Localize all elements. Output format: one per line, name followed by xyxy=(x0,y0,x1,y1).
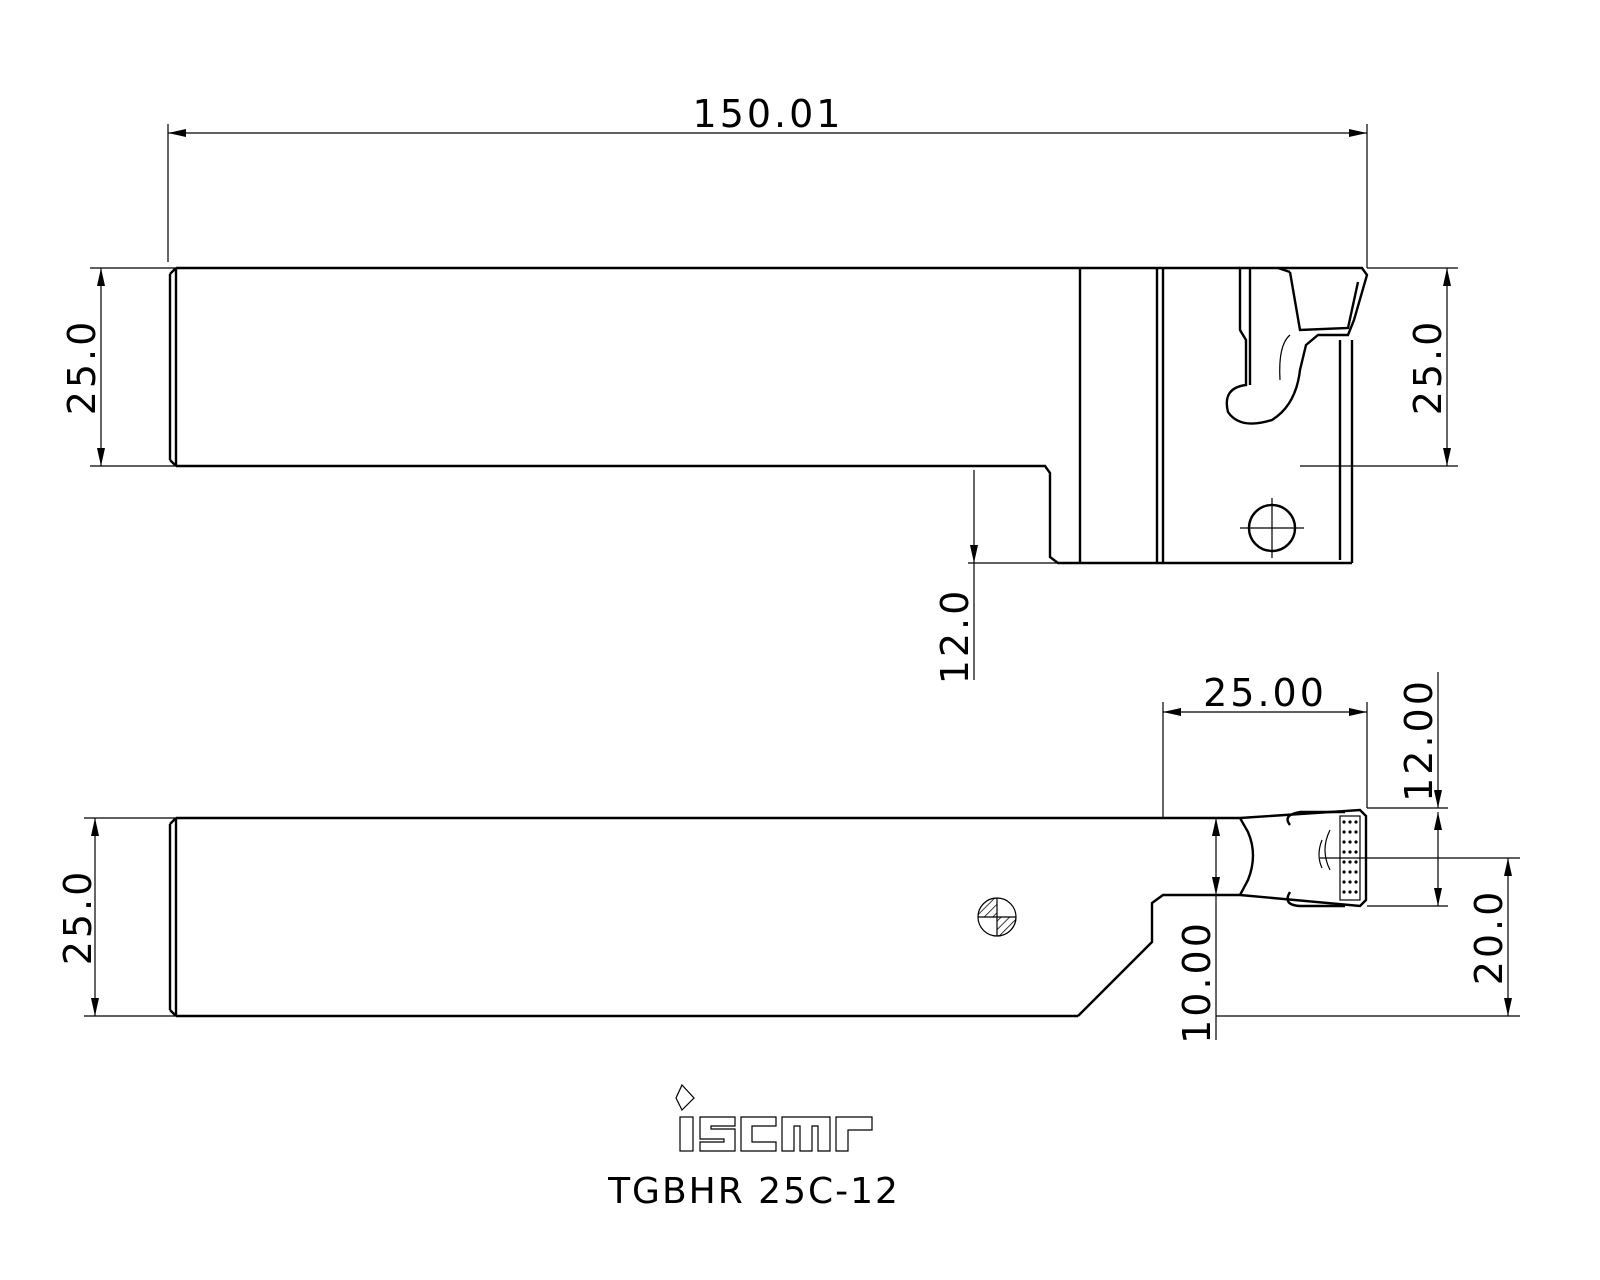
max-cut-depth-dimension: 12.00 xyxy=(1367,672,1448,907)
iscar-logo xyxy=(675,1083,873,1152)
insert-offset-label: 10.00 xyxy=(1175,920,1219,1044)
shank-height-dimension-side: 25.0 xyxy=(56,817,176,1017)
side-view: 25.00 12.00 25.0 10.00 xyxy=(56,671,1520,1044)
part-number-caption: TGBHR 25C-12 xyxy=(607,1171,900,1212)
top-view-head xyxy=(1078,266,1369,565)
head-height-right-label: 25.0 xyxy=(1406,319,1450,416)
top-view: 150.01 xyxy=(60,92,1458,684)
overall-length-label: 150.01 xyxy=(693,92,844,136)
shank-height-dimension-left: 25.0 xyxy=(60,267,176,467)
head-height-dimension-right: 25.0 xyxy=(1300,267,1458,467)
overall-length-dimension: 150.01 xyxy=(167,92,1368,268)
center-height-label: 20.0 xyxy=(1467,889,1511,986)
head-offset-label: 12.0 xyxy=(933,588,977,685)
max-cut-depth-label: 12.00 xyxy=(1397,678,1441,802)
insert-offset-dimension: 10.00 xyxy=(1175,818,1240,1044)
side-view-shank xyxy=(168,816,1240,1018)
head-length-label: 25.00 xyxy=(1203,671,1327,715)
center-height-dimension: 20.0 xyxy=(1216,857,1520,1017)
insert-serration-pattern xyxy=(1342,820,1358,894)
centre-of-gravity-icon xyxy=(977,897,1017,937)
shank-height-side-label: 25.0 xyxy=(56,869,100,966)
head-length-dimension: 25.00 xyxy=(1162,671,1368,818)
head-offset-dimension: 12.0 xyxy=(933,470,1080,684)
shank-height-left-label: 25.0 xyxy=(60,319,104,416)
